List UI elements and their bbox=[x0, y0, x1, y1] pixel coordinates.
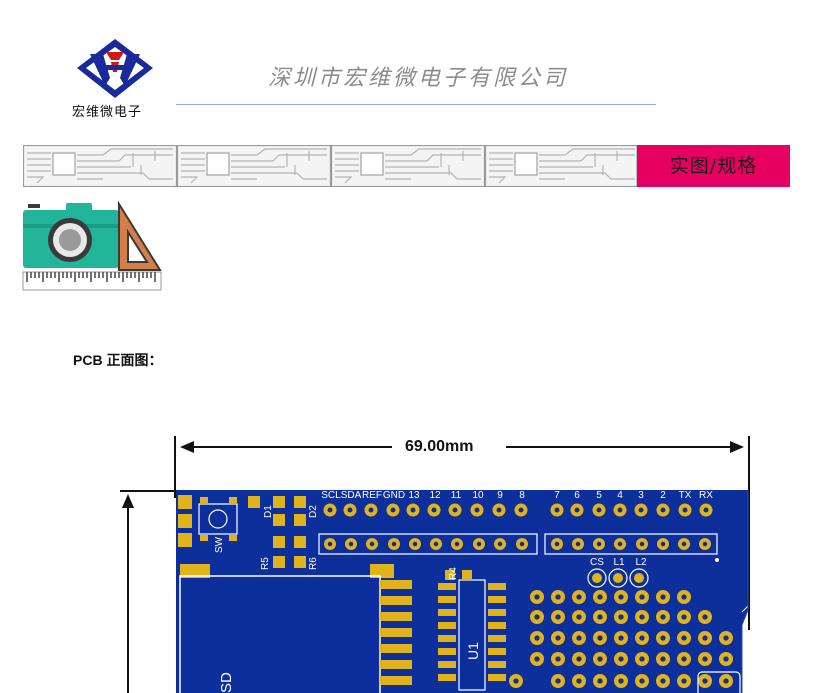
company-name: 深圳市宏维微电子有限公司 bbox=[268, 66, 569, 91]
section-tab-label: 实图/规格 bbox=[637, 145, 790, 187]
header-divider bbox=[176, 104, 656, 105]
dimension-lines bbox=[120, 436, 750, 693]
company-logo bbox=[77, 39, 153, 98]
section-label: PCB 正面图： bbox=[73, 352, 163, 368]
width-dimension-label: 69.00mm bbox=[405, 438, 474, 455]
logo-caption: 宏维微电子 bbox=[72, 105, 143, 120]
camera-ruler-icon bbox=[22, 200, 162, 291]
